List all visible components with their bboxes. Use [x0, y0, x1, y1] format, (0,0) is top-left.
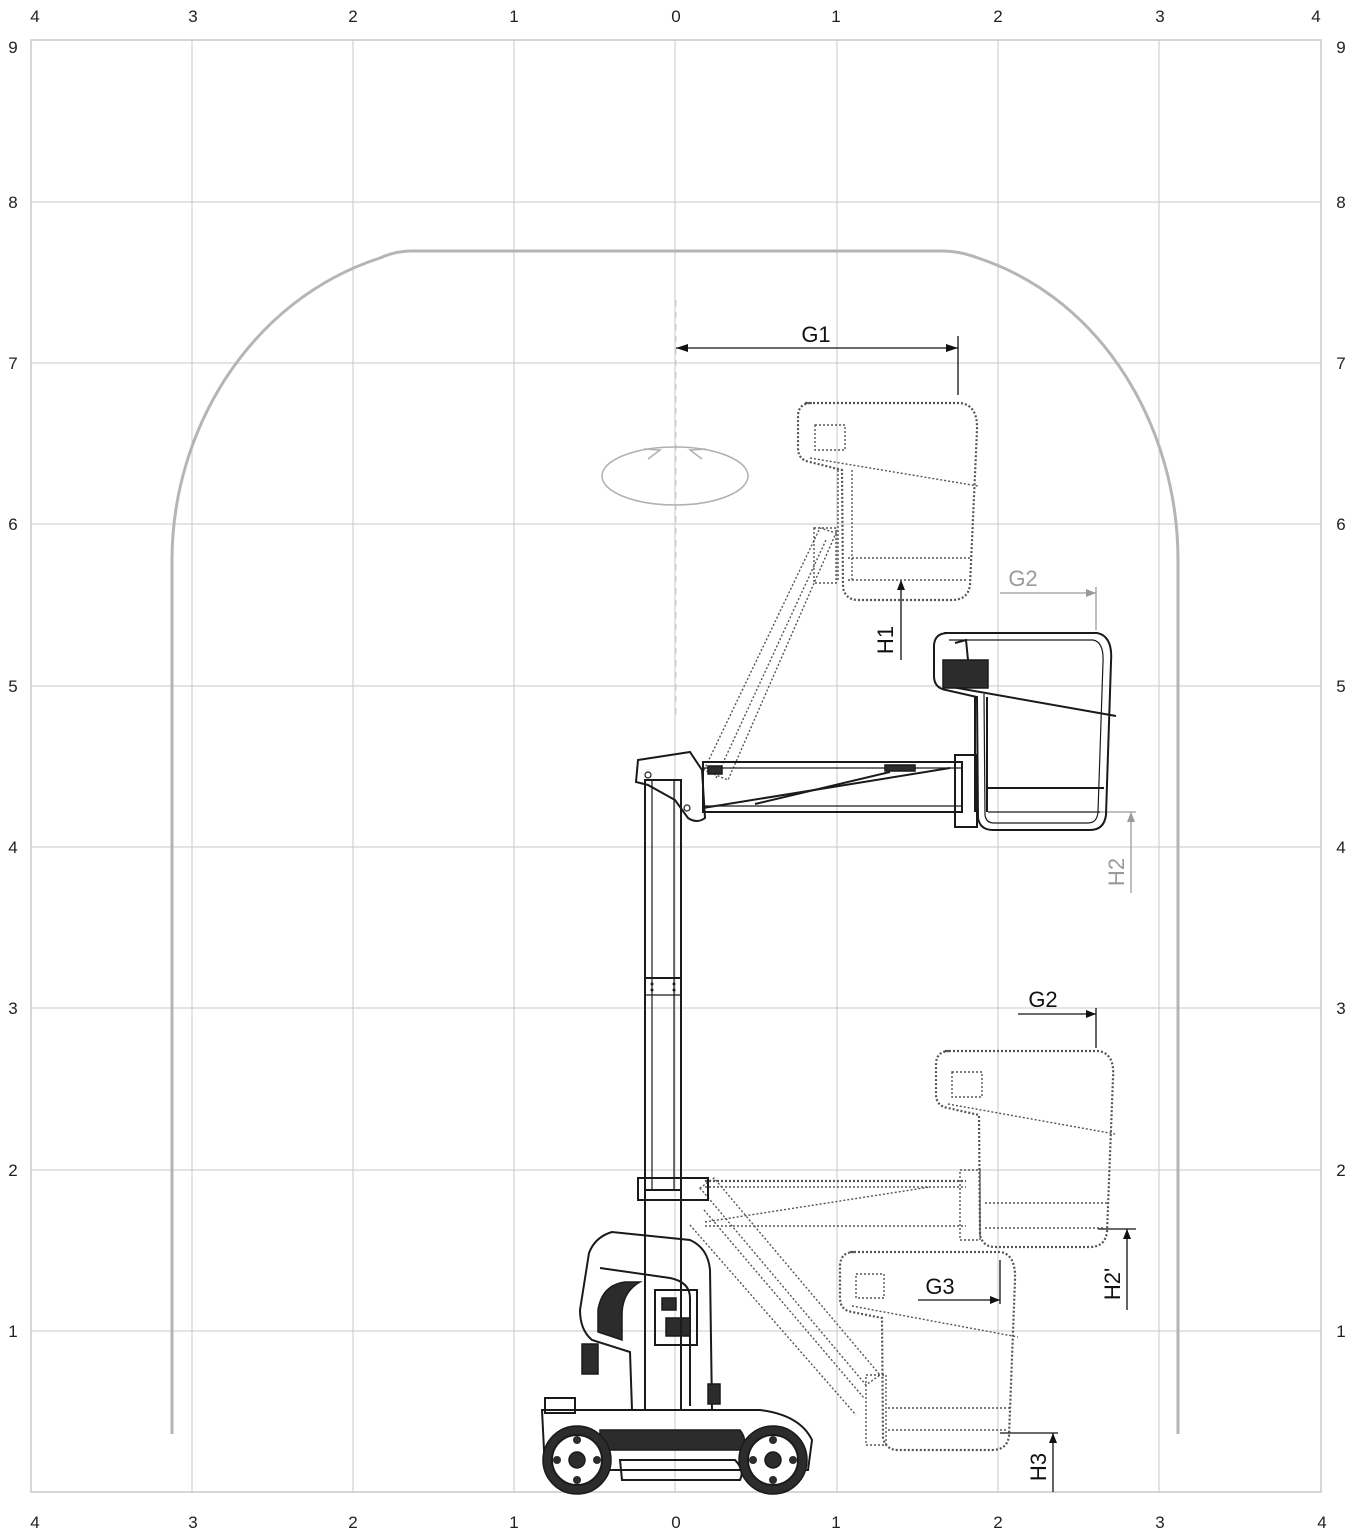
- right-tick-label: 8: [1336, 193, 1345, 212]
- h2-prime-dimension: H2': [1098, 1228, 1136, 1310]
- working-envelope: [170, 249, 1180, 1434]
- g3-label: G3: [925, 1274, 954, 1299]
- bottom-tick-label: 3: [1155, 1513, 1164, 1532]
- ghost-bottom-basket: [838, 1250, 1019, 1452]
- horizontal-arm: [702, 754, 978, 828]
- right-tick-label: 5: [1336, 677, 1345, 696]
- left-tick-label: 5: [8, 677, 17, 696]
- h2-label: H2: [1104, 858, 1129, 886]
- bottom-tick-label: 2: [348, 1513, 357, 1532]
- ghost-lower-basket: [934, 1049, 1116, 1249]
- right-tick-label: 3: [1336, 999, 1345, 1018]
- main-basket: [933, 632, 1117, 831]
- h3-dimension: H3: [1000, 1432, 1058, 1492]
- g2-lower-dimension: G2: [1018, 987, 1097, 1048]
- top-tick-label: 2: [348, 7, 357, 26]
- h3-label: H3: [1026, 1453, 1051, 1481]
- bottom-tick-label: 2: [993, 1513, 1002, 1532]
- left-tick-label: 6: [8, 515, 17, 534]
- g2-upper-label: G2: [1008, 566, 1037, 591]
- rear-wheel: [542, 1425, 612, 1495]
- top-tick-label: 2: [993, 7, 1002, 26]
- rotation-icon: [601, 446, 749, 506]
- bottom-tick-label: 4: [1317, 1513, 1326, 1532]
- right-tick-label: 1: [1336, 1322, 1345, 1341]
- left-tick-label: 7: [8, 354, 17, 373]
- bottom-tick-label: 1: [509, 1513, 518, 1532]
- h2-dimension: H2: [1098, 811, 1136, 893]
- vertical-grid-lines: [191, 40, 1160, 1492]
- top-tick-label: 4: [30, 7, 39, 26]
- left-tick-label: 4: [8, 838, 17, 857]
- ghost-lower-arm: [704, 1169, 981, 1241]
- top-tick-label: 4: [1311, 7, 1320, 26]
- right-axis-labels: 9 8 7 6 5 4 3 2 1: [1336, 38, 1345, 1341]
- left-tick-label: 3: [8, 999, 17, 1018]
- right-tick-label: 9: [1336, 38, 1345, 57]
- g1-label: G1: [801, 322, 830, 347]
- left-tick-label: 2: [8, 1161, 17, 1180]
- right-tick-label: 4: [1336, 838, 1345, 857]
- jib-head: [634, 750, 707, 822]
- left-axis-labels: 9 8 7 6 5 4 3 2 1: [8, 38, 17, 1341]
- left-tick-label: 9: [8, 38, 17, 57]
- bottom-tick-label: 1: [831, 1513, 840, 1532]
- h1-label: H1: [873, 626, 898, 654]
- ghost-top-basket: [796, 401, 979, 602]
- top-tick-label: 3: [1155, 7, 1164, 26]
- bottom-axis-labels: 4 3 2 1 0 1 2 3 4: [30, 1513, 1326, 1532]
- left-tick-label: 1: [8, 1322, 17, 1341]
- bottom-tick-label: 4: [30, 1513, 39, 1532]
- bottom-tick-label: 0: [671, 1513, 680, 1532]
- top-tick-label: 1: [831, 7, 840, 26]
- right-tick-label: 7: [1336, 354, 1345, 373]
- bottom-tick-label: 3: [188, 1513, 197, 1532]
- ghost-upper-jib: [703, 527, 837, 781]
- right-tick-label: 2: [1336, 1161, 1345, 1180]
- h1-dimension: H1: [873, 580, 905, 660]
- ghost-lower-jib: [689, 1177, 887, 1446]
- horizontal-grid-lines: [31, 201, 1321, 1332]
- g1-dimension: G1: [676, 322, 959, 395]
- g2-upper-dimension: G2: [1000, 566, 1097, 630]
- grid-frame: [30, 39, 1322, 1493]
- g3-dimension: G3: [918, 1260, 1001, 1304]
- right-tick-label: 6: [1336, 515, 1345, 534]
- g2-lower-label: G2: [1028, 987, 1057, 1012]
- front-wheel: [738, 1425, 808, 1495]
- top-axis-labels: 4 3 2 1 0 1 2 3 4: [30, 7, 1320, 26]
- top-tick-label: 0: [671, 7, 680, 26]
- top-tick-label: 3: [188, 7, 197, 26]
- left-tick-label: 8: [8, 193, 17, 212]
- chassis: [578, 1177, 714, 1411]
- h2-prime-label: H2': [1100, 1268, 1125, 1300]
- mast: [644, 779, 682, 1191]
- top-tick-label: 1: [509, 7, 518, 26]
